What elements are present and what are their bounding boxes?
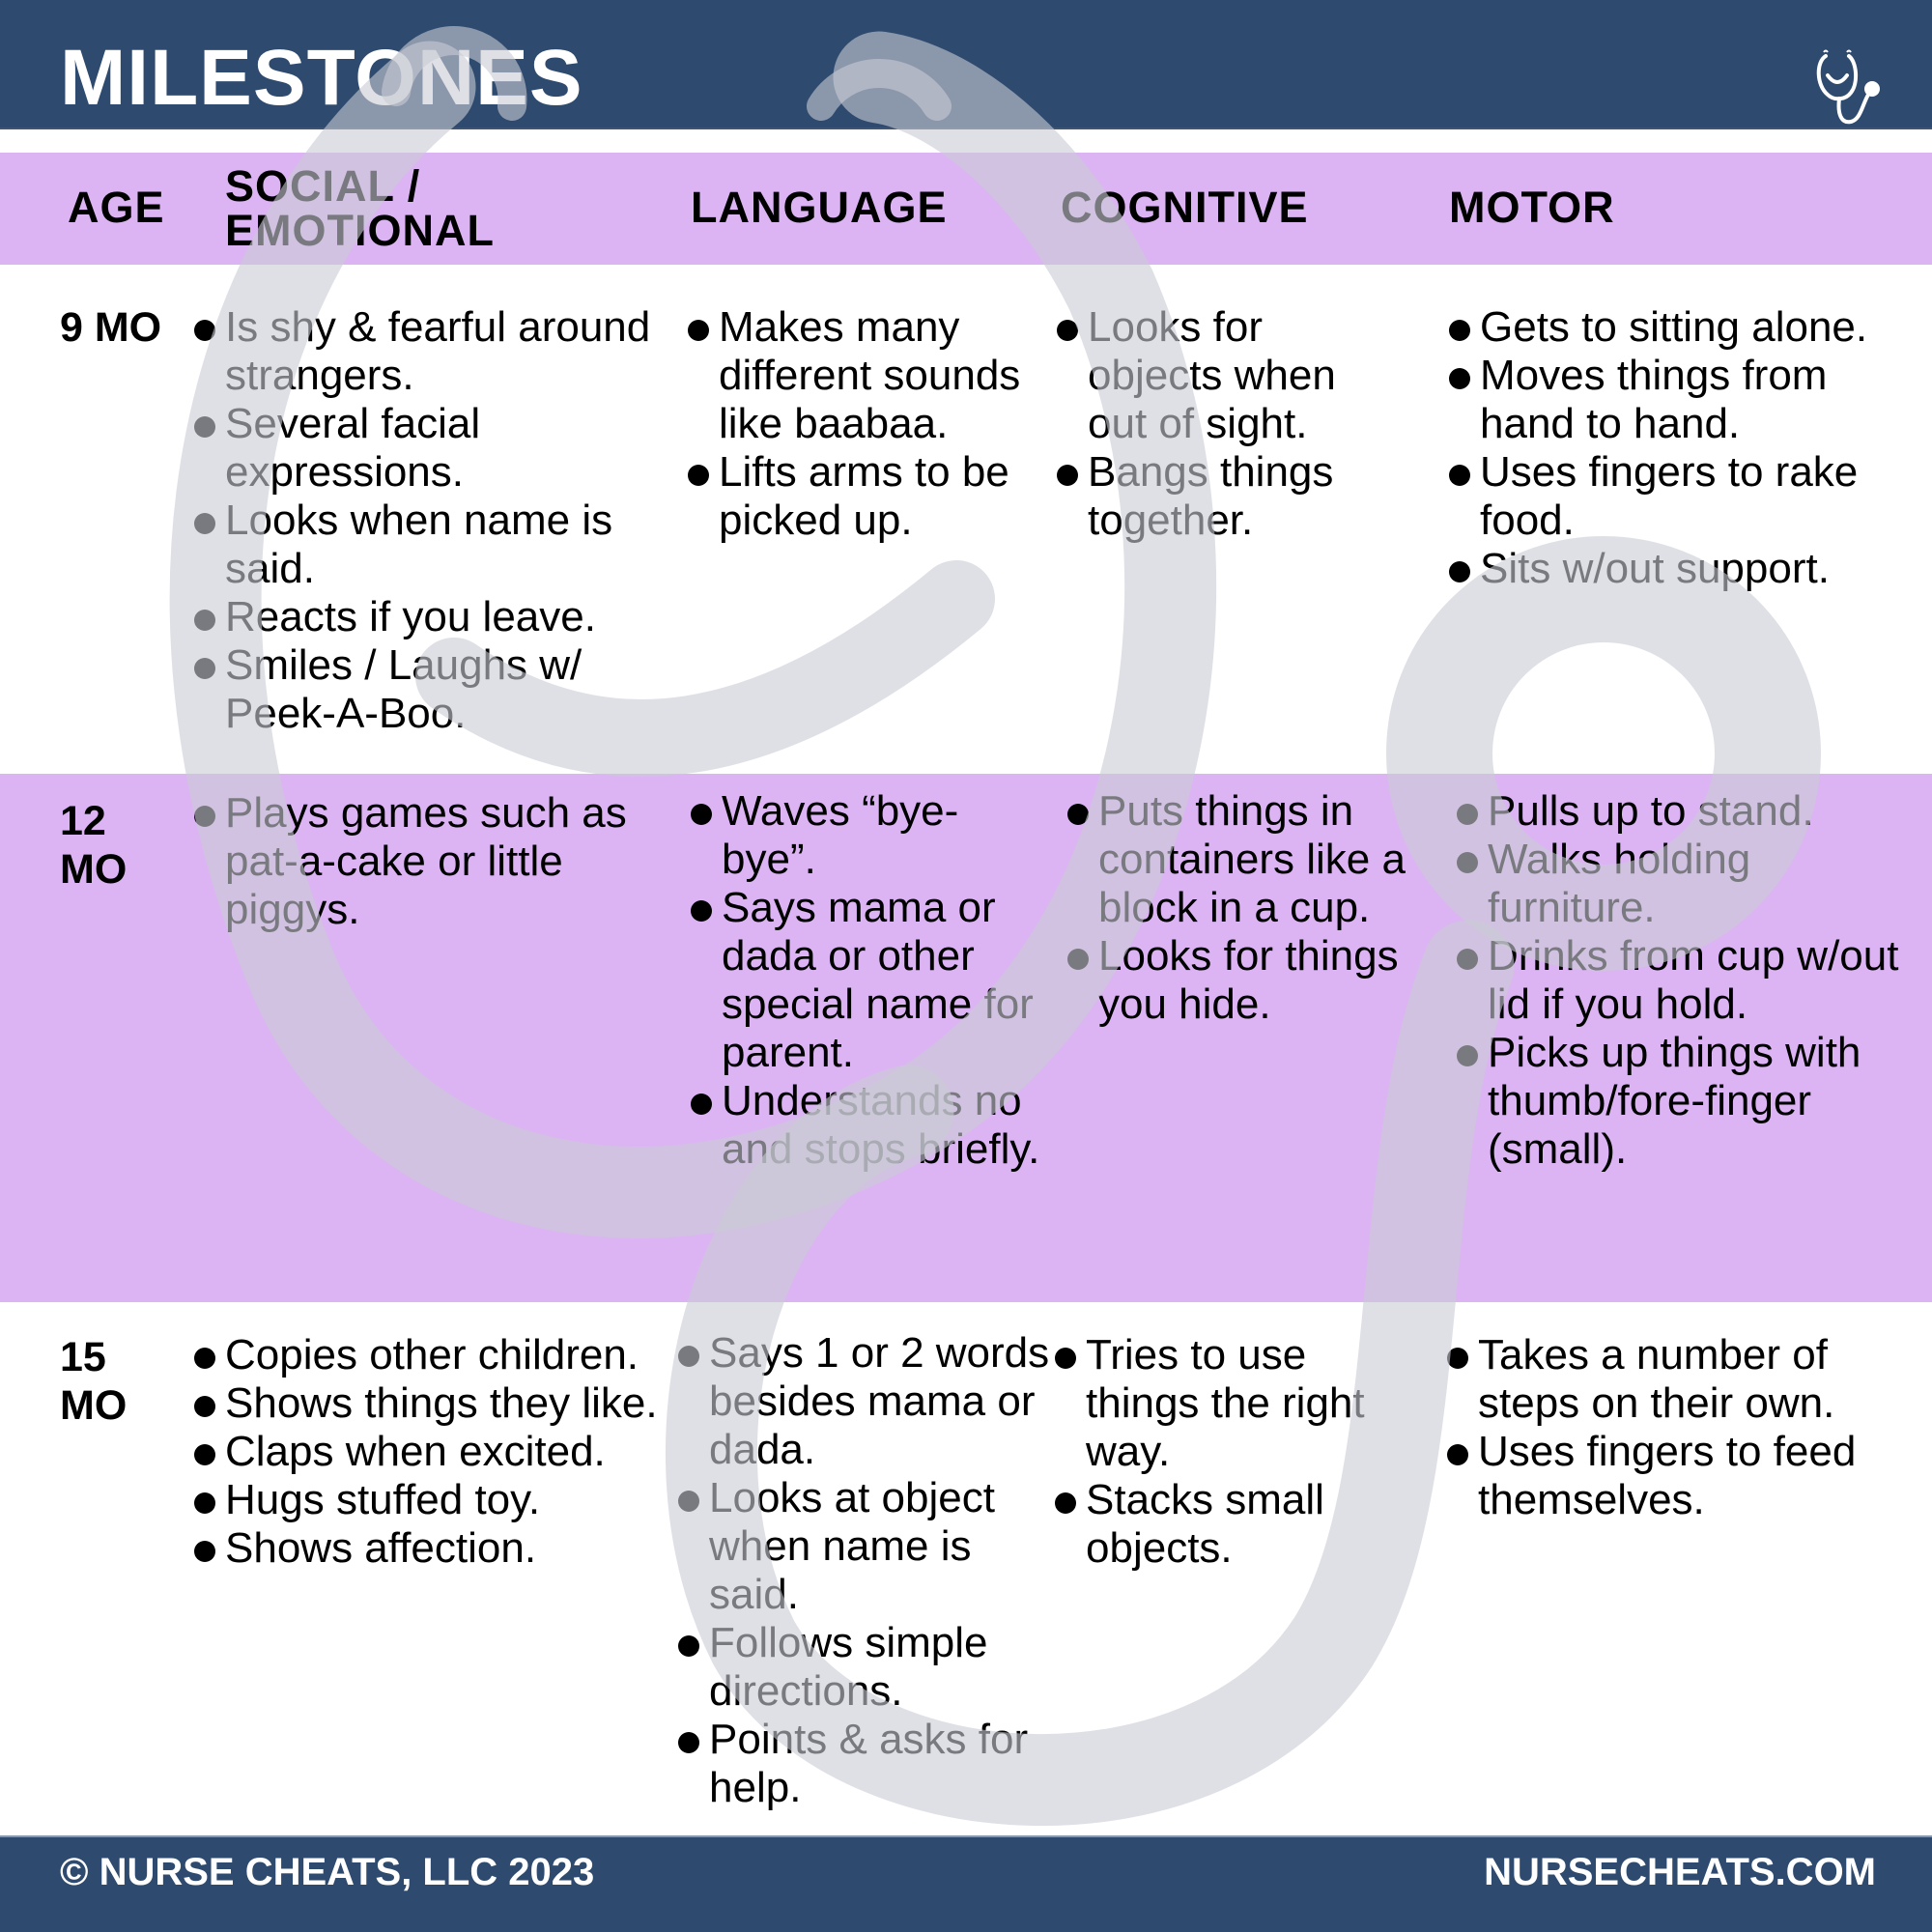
list-item: Puts things in containers like a block i… [1065, 787, 1452, 932]
header-age: AGE [68, 183, 165, 232]
footer-bar: © NURSE CHEATS, LLC 2023 NURSECHEATS.COM [0, 1835, 1932, 1932]
list-item: Tries to use things the right way. [1053, 1331, 1420, 1476]
list-item: Lifts arms to be picked up. [686, 448, 1053, 545]
stethoscope-smile-icon [1816, 49, 1880, 125]
motor-list: Gets to sitting alone. Moves things from… [1447, 303, 1901, 593]
column-header-row: AGE SOCIAL / EMOTIONAL LANGUAGE COGNITIV… [0, 153, 1932, 265]
header-language: LANGUAGE [691, 183, 948, 232]
list-item: Makes many different sounds like baabaa. [686, 303, 1053, 448]
list-item: Shows things they like. [192, 1379, 675, 1428]
list-item: Several facial expressions. [192, 400, 675, 497]
list-item: Follows simple directions. [676, 1619, 1053, 1716]
motor-list: Takes a number of steps on their own. Us… [1445, 1331, 1909, 1524]
list-item: Uses fingers to feed themselves. [1445, 1428, 1909, 1524]
social-list: Plays games such as pat-a-cake or little… [192, 789, 646, 934]
list-item: Understands no and stops briefly. [689, 1077, 1046, 1174]
list-item: Says mama or dada or other special name … [689, 884, 1046, 1077]
motor-list: Pulls up to stand. Walks holding furnitu… [1455, 787, 1909, 1174]
language-list: Makes many different sounds like baabaa.… [686, 303, 1053, 545]
list-item: Moves things from hand to hand. [1447, 352, 1901, 448]
page-title: MILESTONES [60, 34, 583, 122]
list-item: Hugs stuffed toy. [192, 1476, 675, 1524]
list-item: Plays games such as pat-a-cake or little… [192, 789, 646, 934]
social-list: Copies other children. Shows things they… [192, 1331, 675, 1573]
list-item: Points & asks for help. [676, 1716, 1053, 1812]
social-list: Is shy & fearful around strangers. Sever… [192, 303, 675, 738]
list-item: Waves “bye-bye”. [689, 787, 1046, 884]
list-item: Shows affection. [192, 1524, 675, 1573]
list-item: Looks for objects when out of sight. [1055, 303, 1374, 448]
cognitive-list: Looks for objects when out of sight. Ban… [1055, 303, 1374, 545]
header-social-line1: SOCIAL / [225, 161, 421, 211]
header-social-emotional: SOCIAL / EMOTIONAL [225, 164, 495, 253]
list-item: Smiles / Laughs w/ Peek-A-Boo. [192, 641, 675, 738]
list-item: Looks at object when name is said. [676, 1474, 1053, 1619]
header-social-line2: EMOTIONAL [225, 206, 495, 255]
list-item: Claps when excited. [192, 1428, 675, 1476]
website-link[interactable]: NURSECHEATS.COM [1484, 1851, 1876, 1893]
header-cognitive: COGNITIVE [1061, 183, 1309, 232]
list-item: Gets to sitting alone. [1447, 303, 1901, 352]
milestone-row-12mo: 12 MO Plays games such as pat-a-cake or … [0, 774, 1932, 1302]
list-item: Uses fingers to rake food. [1447, 448, 1901, 545]
list-item: Bangs things together. [1055, 448, 1374, 545]
age-label: 15 MO [60, 1334, 128, 1429]
cognitive-list: Puts things in containers like a block i… [1065, 787, 1452, 1029]
list-item: Pulls up to stand. [1455, 787, 1909, 836]
age-label: 12 MO [60, 798, 128, 893]
language-list: Waves “bye-bye”. Says mama or dada or ot… [689, 787, 1046, 1174]
copyright-text: © NURSE CHEATS, LLC 2023 [60, 1851, 595, 1893]
list-item: Reacts if you leave. [192, 593, 675, 641]
list-item: Takes a number of steps on their own. [1445, 1331, 1909, 1428]
list-item: Is shy & fearful around strangers. [192, 303, 675, 400]
list-item: Looks for things you hide. [1065, 932, 1452, 1029]
milestone-row-9mo: 9 MO Is shy & fearful around strangers. … [0, 265, 1932, 774]
title-bar: MILESTONES [0, 0, 1932, 129]
list-item: Walks holding furniture. [1455, 836, 1909, 932]
list-item: Says 1 or 2 words besides mama or dada. [676, 1329, 1053, 1474]
language-list: Says 1 or 2 words besides mama or dada. … [676, 1329, 1053, 1812]
list-item: Stacks small objects. [1053, 1476, 1420, 1573]
list-item: Picks up things with thumb/fore-finger (… [1455, 1029, 1909, 1174]
milestone-row-15mo: 15 MO Copies other children. Shows thing… [0, 1302, 1932, 1835]
list-item: Copies other children. [192, 1331, 675, 1379]
list-item: Looks when name is said. [192, 497, 675, 593]
age-label: 9 MO [60, 304, 162, 351]
list-item: Sits w/out support. [1447, 545, 1901, 593]
list-item: Drinks from cup w/out lid if you hold. [1455, 932, 1909, 1029]
cognitive-list: Tries to use things the right way. Stack… [1053, 1331, 1420, 1573]
header-motor: MOTOR [1449, 183, 1615, 232]
